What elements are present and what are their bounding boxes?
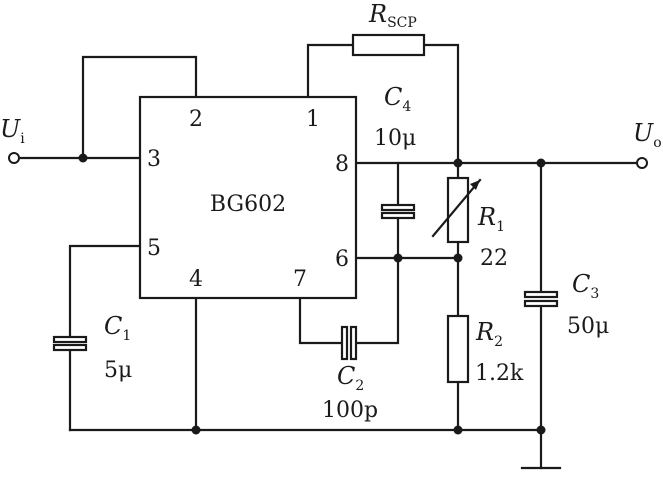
node-input [78,153,88,163]
r1-sub: 1 [496,219,505,235]
pin-6-label: 6 [335,247,349,272]
node-ground-pin4 [191,425,201,435]
c1-symbol: C [104,312,122,340]
c1-sub: 1 [122,328,131,344]
output-symbol: U [633,119,654,147]
output-sub: o [653,135,661,151]
pin-5-label: 5 [147,236,161,261]
capacitor-c2-plate-right [349,325,358,361]
input-terminal [8,152,20,164]
c2-value: 100p [322,398,378,423]
wire-pin5-c1 [68,244,142,339]
wires [18,43,638,470]
capacitor-c4-plate-bottom [380,211,416,220]
r2-sub: 2 [494,334,503,350]
chip-name: BG602 [210,192,286,217]
c3-symbol: C [572,270,590,298]
rscp-label: RSCP [368,0,417,31]
r2-value: 1.2k [475,361,524,386]
pin-7-label: 7 [293,267,307,292]
c1-value: 5μ [104,358,132,383]
c4-sub: 4 [402,99,411,115]
chip-bg602: BG602 2 1 3 8 5 6 4 7 [138,95,358,300]
pin-4-label: 4 [189,267,203,292]
r1-arrow-head-icon [470,180,480,190]
node-out-r1 [453,158,463,168]
input-sub: i [20,131,25,147]
wire-c2-node [354,256,400,345]
rscp-symbol: R [368,0,387,28]
input-label: Ui [0,115,25,147]
node-ground-c3 [536,425,546,435]
r2-symbol: R [475,318,494,346]
c2-symbol: C [337,362,355,390]
c3-label: C3 [572,270,599,302]
c4-symbol: C [384,83,402,111]
r1-label: R1 [477,203,505,235]
capacitor-c2-plate-left [340,325,349,361]
c4-label: C4 [384,83,411,115]
capacitor-c1-plate-bottom [52,343,88,352]
resistor-r1 [446,176,470,244]
r1-symbol: R [477,203,496,231]
c4-value: 10μ [374,126,416,151]
wire-rscp-out [422,43,460,165]
capacitor-c3-plate-bottom [523,299,559,308]
capacitor-c3-plate-top [523,290,559,299]
wire-input-pin2 [81,55,198,160]
c2-sub: 2 [355,378,364,394]
output-label: Uo [633,119,662,151]
output-terminal [636,157,648,169]
rscp-sub: SCP [387,15,417,31]
pin-8-label: 8 [335,152,349,177]
capacitor-c4-plate-top [380,203,416,212]
pin-3-label: 3 [147,147,161,172]
r1-value: 22 [480,246,508,271]
c2-label: C2 [337,362,364,394]
chip-body [138,95,358,300]
node-r1-r2 [453,253,463,263]
r2-label: R2 [475,318,503,350]
node-out-c3 [536,158,546,168]
c3-value: 50μ [567,314,609,339]
c1-label: C1 [104,312,131,344]
node-ground-r2 [453,425,463,435]
input-symbol: U [0,115,21,143]
r1-variable-arrow [431,178,482,238]
c3-sub: 3 [590,286,599,302]
resistor-rscp [351,33,426,57]
node-c4-pin6 [393,253,403,263]
wire-pin7-c2 [298,296,344,345]
capacitor-c1-plate-top [52,335,88,344]
resistor-r2 [446,314,470,384]
pin-2-label: 2 [189,107,203,132]
pin-1-label: 1 [306,107,320,132]
wire-pin1-rscp [306,43,355,99]
